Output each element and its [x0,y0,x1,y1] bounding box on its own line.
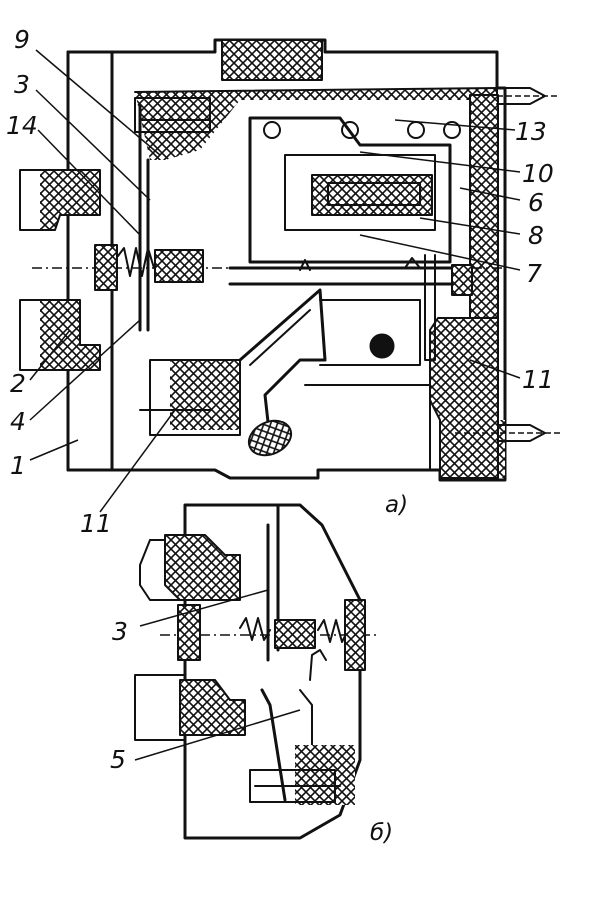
label-3b: 3 [112,617,128,646]
view-b-labels: 3 5 б) [110,617,393,846]
view-a-drawing [19,38,560,482]
label-1: 1 [10,451,26,480]
label-4: 4 [10,407,26,436]
label-11-bottom: 11 [80,509,112,538]
label-13: 13 [515,117,547,146]
view-b-drawing [134,503,380,840]
label-5: 5 [110,745,126,774]
label-7: 7 [526,259,542,288]
view-a-leaders [29,49,521,513]
view-a-caption: а) [385,492,408,518]
label-6: 6 [528,188,544,217]
view-b-caption: б) [370,820,393,846]
view-b-leaders [134,589,301,761]
label-14: 14 [6,111,38,140]
label-9: 9 [14,25,30,54]
view-a-labels: 9 3 14 13 10 6 8 7 11 2 4 1 11 а) [6,25,554,538]
label-8: 8 [528,221,544,250]
label-10: 10 [522,159,554,188]
label-11-right: 11 [522,365,554,394]
label-3: 3 [14,70,30,99]
label-2: 2 [10,369,26,398]
